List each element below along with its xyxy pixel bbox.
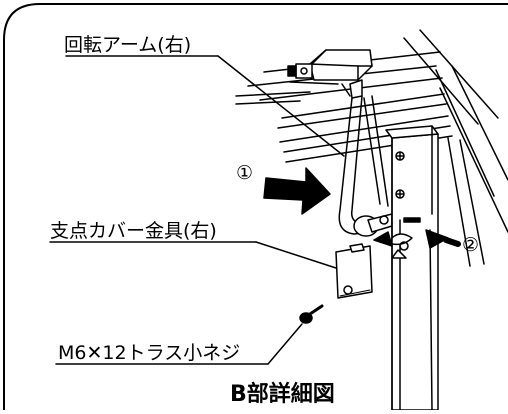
mount-block	[287, 49, 373, 99]
callout-step-1: ①	[236, 162, 254, 184]
right-frame	[403, 29, 508, 267]
pivot-nut	[391, 233, 413, 259]
push-arrow-1	[263, 167, 331, 215]
cover-leader-pointer	[255, 241, 337, 269]
push-arrow-2b-tail	[443, 237, 461, 247]
push-arrow-2a	[373, 231, 393, 247]
label-rotating-arm: 回転アーム(右)	[64, 34, 192, 56]
arm-leader-pointer	[217, 55, 345, 157]
screw-leader-pointer	[267, 323, 303, 365]
rotating-arm	[338, 95, 393, 237]
diagram-caption: B部詳細図	[230, 382, 335, 407]
push-arrow-2b	[425, 229, 449, 249]
pivot-cover-bracket	[335, 243, 373, 299]
vertical-post	[385, 125, 439, 411]
screw	[299, 304, 324, 324]
callout-step-2: ②	[462, 234, 480, 256]
label-screw: M6✕12トラス小ネジ	[58, 342, 241, 364]
frame-border	[3, 3, 508, 411]
label-pivot-cover: 支点カバー金具(右)	[50, 220, 217, 242]
